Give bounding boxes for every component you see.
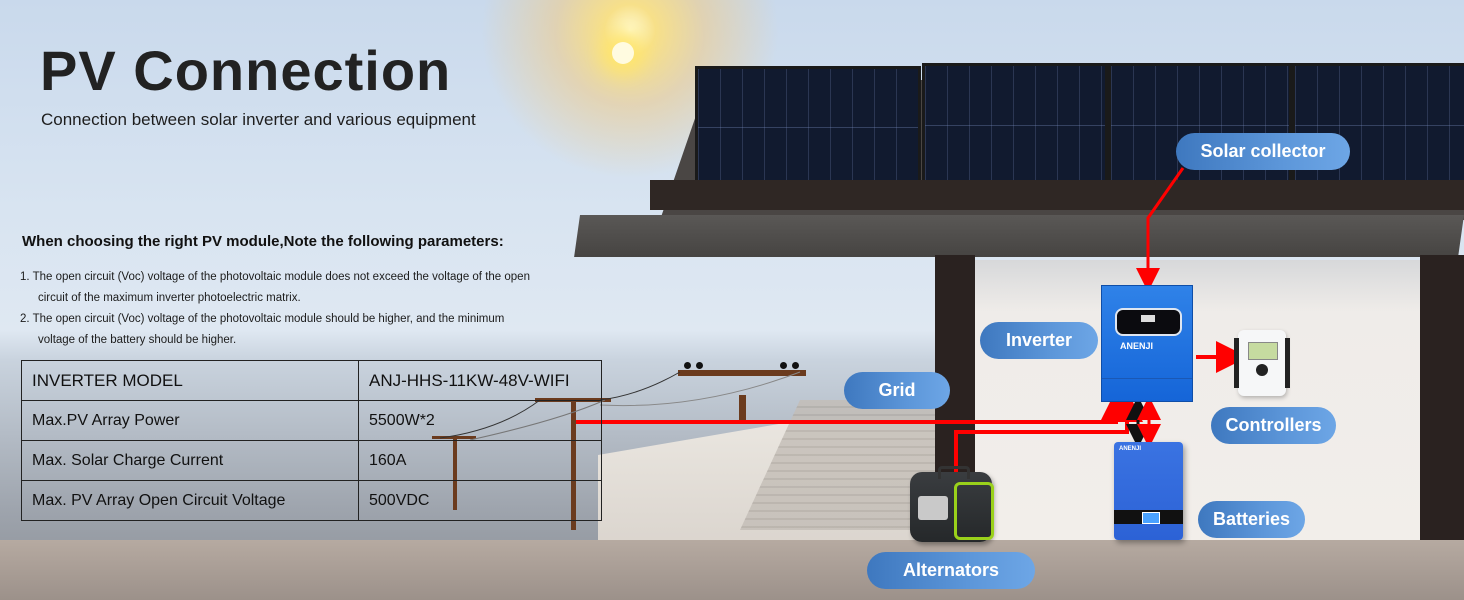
spec-label: Max.PV Array Power xyxy=(21,400,359,441)
notes-list: 1. The open circuit (Voc) voltage of the… xyxy=(20,267,540,351)
solar-panel xyxy=(695,66,921,190)
insulator xyxy=(792,362,799,369)
sun-icon xyxy=(612,42,634,64)
roof-slab xyxy=(574,215,1464,257)
label-alternators: Alternators xyxy=(867,552,1035,589)
table-row: Max. Solar Charge Current 160A xyxy=(21,440,602,481)
inverter-device: ANENJI xyxy=(1101,285,1193,402)
utility-pole-crossarm xyxy=(678,370,806,376)
insulator xyxy=(780,362,787,369)
notes-heading: When choosing the right PV module,Note t… xyxy=(22,233,504,250)
brand-logo: ANENJI xyxy=(1119,446,1142,452)
house-pillar xyxy=(1420,255,1464,550)
table-row: INVERTER MODEL ANJ-HHS-11KW-48V-WIFI xyxy=(21,360,602,401)
insulator xyxy=(684,362,691,369)
table-row: Max. PV Array Open Circuit Voltage 500VD… xyxy=(21,480,602,521)
roof-edge xyxy=(650,180,1464,210)
spec-value: 5500W*2 xyxy=(358,400,602,441)
brand-logo: ANENJI xyxy=(1120,341,1154,351)
spec-value: 500VDC xyxy=(358,480,602,521)
spec-table: INVERTER MODEL ANJ-HHS-11KW-48V-WIFI Max… xyxy=(21,360,602,521)
solar-panel xyxy=(1292,63,1464,189)
spec-label: Max. Solar Charge Current xyxy=(21,440,359,481)
page-subtitle: Connection between solar inverter and va… xyxy=(41,110,476,129)
insulator xyxy=(696,362,703,369)
utility-pole xyxy=(739,395,746,420)
spec-value: 160A xyxy=(358,440,602,481)
charge-controller-device xyxy=(1234,330,1290,396)
label-controllers: Controllers xyxy=(1211,407,1336,444)
note-item: 1. The open circuit (Voc) voltage of the… xyxy=(20,271,530,304)
controller-display xyxy=(1248,342,1278,360)
inverter-display xyxy=(1115,308,1182,336)
solar-panel xyxy=(922,63,1108,189)
spec-label: Max. PV Array Open Circuit Voltage xyxy=(21,480,359,521)
label-batteries: Batteries xyxy=(1198,501,1305,538)
label-solar-collector: Solar collector xyxy=(1176,133,1350,170)
controller-knob-icon xyxy=(1256,364,1268,376)
note-item: 2. The open circuit (Voc) voltage of the… xyxy=(20,313,505,346)
battery-display xyxy=(1142,512,1160,524)
ground xyxy=(0,540,1464,600)
alternator-device xyxy=(910,466,994,542)
solar-panel xyxy=(1108,63,1292,189)
spec-label: INVERTER MODEL xyxy=(21,360,359,401)
label-grid: Grid xyxy=(844,372,950,409)
house-wall xyxy=(975,260,1420,550)
label-inverter: Inverter xyxy=(980,322,1098,359)
table-row: Max.PV Array Power 5500W*2 xyxy=(21,400,602,441)
battery-device: ANENJI xyxy=(1114,442,1183,540)
page-title: PV Connection xyxy=(40,39,452,102)
spec-value: ANJ-HHS-11KW-48V-WIFI xyxy=(358,360,602,401)
